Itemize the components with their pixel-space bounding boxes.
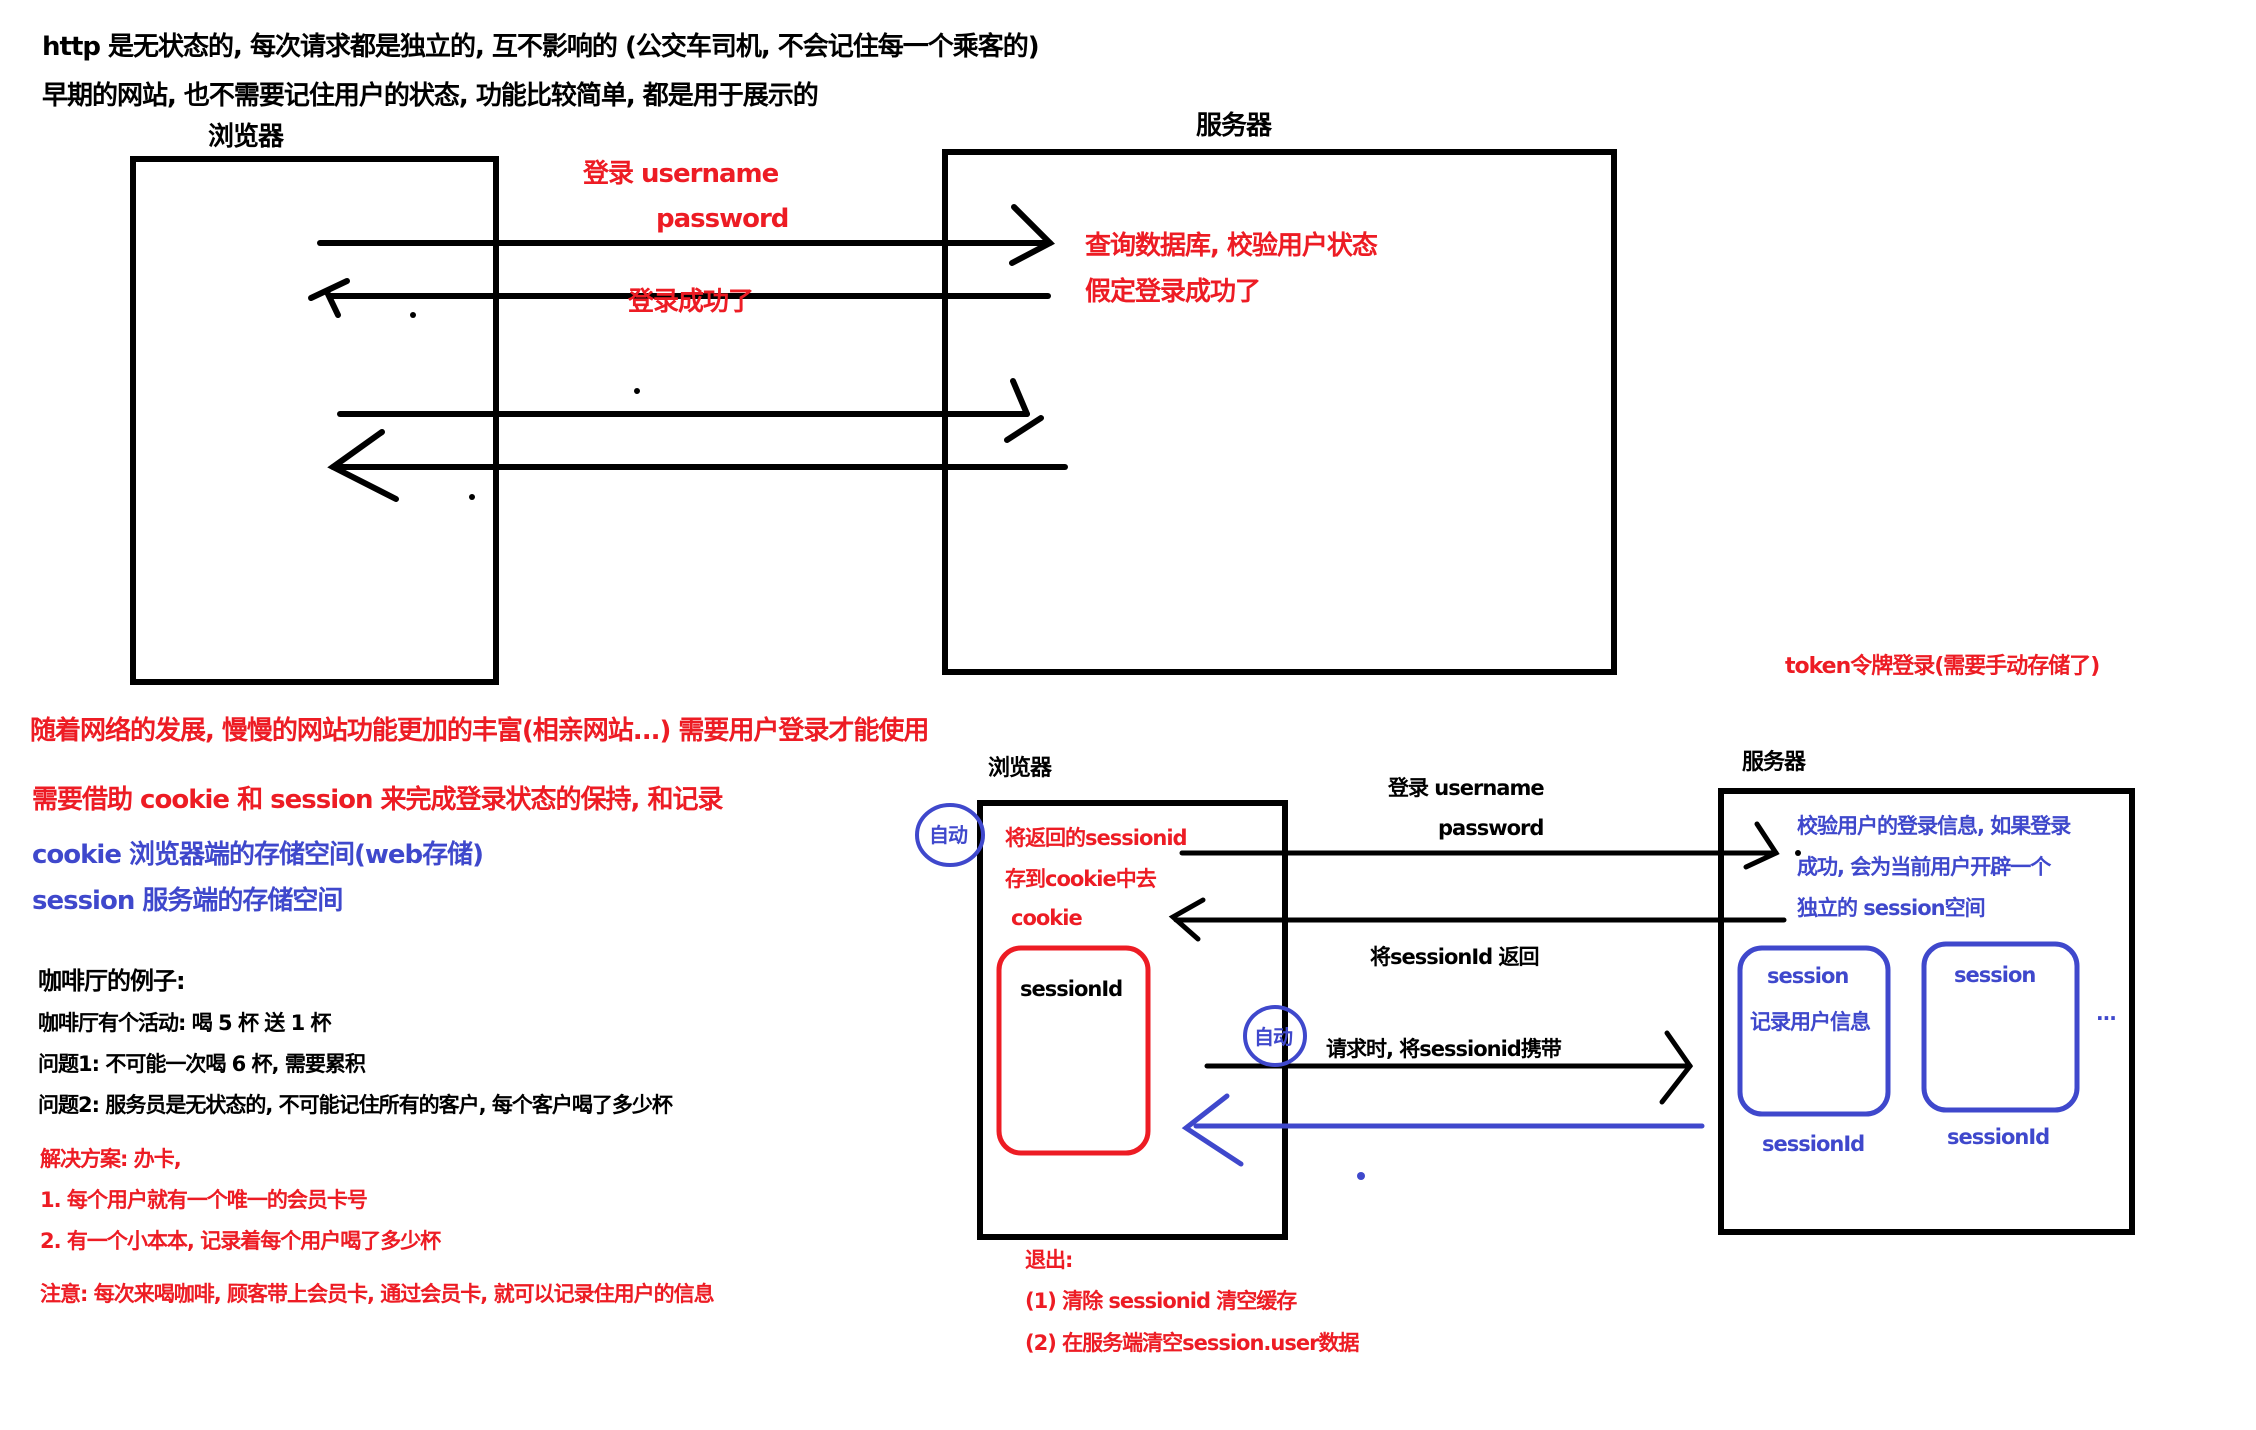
browser-box <box>130 156 499 685</box>
coffee-problem-1: 问题1: 不可能一次喝 6 杯, 需要累积 <box>38 1052 366 1076</box>
server-box-2 <box>1718 788 2135 1235</box>
stray-dot <box>1795 850 1801 856</box>
browser-note-1: 将返回的sessionid <box>1005 826 1188 850</box>
server-note-2-2: 成功, 会为当前用户开辟一个 <box>1797 855 2051 879</box>
request-with-sessionid-arrow <box>1204 1030 1694 1105</box>
request-arrow <box>337 378 1044 443</box>
server-label: 服务器 <box>1196 111 1272 141</box>
session-definition: session 服务端的存储空间 <box>32 886 343 916</box>
coffee-problem-2: 问题2: 服务员是无状态的, 不可能记住所有的客户, 每个客户喝了多少杯 <box>38 1093 673 1117</box>
login-request-arrow-2 <box>1179 821 1780 870</box>
login-label: 登录 username <box>583 159 779 189</box>
evolution-text: 随着网络的发展, 慢慢的网站功能更加的丰富(相亲网站...) 需要用户登录才能使… <box>30 716 929 746</box>
browser-label-2: 浏览器 <box>988 756 1052 781</box>
stray-dot <box>469 494 475 500</box>
return-sessionid-label: 将sessionId 返回 <box>1370 945 1539 969</box>
server-note-1: 查询数据库, 校验用户状态 <box>1085 231 1378 261</box>
session-1-title: session <box>1767 964 1849 988</box>
stray-dot <box>410 312 416 318</box>
browser-note-2: 存到cookie中去 <box>1005 867 1157 891</box>
logout-step-2: (2) 在服务端清空session.user数据 <box>1025 1331 1359 1355</box>
server-box <box>942 149 1617 675</box>
auto-badge-circle-1 <box>915 803 985 867</box>
browser-label: 浏览器 <box>208 122 284 152</box>
blue-response-arrow <box>1181 1093 1705 1167</box>
auto-badge-1: 自动 <box>929 823 968 847</box>
session-box-1 <box>1737 945 1891 1117</box>
intro-line-2: 早期的网站, 也不需要记住用户的状态, 功能比较简单, 都是用于展示的 <box>42 81 819 111</box>
stray-dot <box>634 388 640 394</box>
cookie-label: cookie <box>1011 906 1083 930</box>
coffee-title: 咖啡厅的例子: <box>38 967 186 995</box>
login-request-arrow <box>317 204 1056 266</box>
server-note-2-3: 独立的 session空间 <box>1797 896 1986 920</box>
password-label: password <box>656 204 789 234</box>
auto-badge-circle-2 <box>1243 1005 1307 1067</box>
session-2-id: sessionId <box>1947 1125 2050 1149</box>
cookie-sessionid-label: sessionId <box>1020 977 1123 1001</box>
session-box-2 <box>1921 941 2080 1113</box>
logout-title: 退出: <box>1025 1248 1073 1272</box>
need-text: 需要借助 cookie 和 session 来完成登录状态的保持, 和记录 <box>32 785 723 815</box>
coffee-note: 注意: 每次来喝咖啡, 顾客带上会员卡, 通过会员卡, 就可以记录住用户的信息 <box>40 1282 715 1306</box>
session-2-title: session <box>1954 963 2036 987</box>
cookie-definition: cookie 浏览器端的存储空间(web存储) <box>32 840 484 870</box>
token-note: token令牌登录(需要手动存储了) <box>1785 654 2100 679</box>
request-sessionid-label: 请求时, 将sessionid携带 <box>1326 1037 1562 1061</box>
browser-box-2 <box>977 800 1288 1240</box>
cookie-store <box>996 945 1151 1156</box>
more-sessions-ellipsis: ... <box>2096 1001 2117 1025</box>
stray-dot <box>1357 1172 1365 1180</box>
session-1-content: 记录用户信息 <box>1750 1010 1871 1034</box>
solution-title: 解决方案: 办卡, <box>40 1147 182 1171</box>
auto-badge-2: 自动 <box>1254 1025 1293 1049</box>
password-label-2: password <box>1438 816 1544 840</box>
server-label-2: 服务器 <box>1742 750 1806 775</box>
solution-1: 1. 每个用户就有一个唯一的会员卡号 <box>40 1188 368 1212</box>
intro-line-1: http 是无状态的, 每次请求都是独立的, 互不影响的 (公交车司机, 不会记… <box>42 32 1040 62</box>
logout-step-1: (1) 清除 sessionid 清空缓存 <box>1025 1289 1297 1313</box>
solution-2: 2. 有一个小本本, 记录着每个用户喝了多少杯 <box>40 1229 441 1253</box>
coffee-activity: 咖啡厅有个活动: 喝 5 杯 送 1 杯 <box>38 1011 331 1035</box>
server-note-2-1: 校验用户的登录信息, 如果登录 <box>1797 814 2071 838</box>
login-response-arrow <box>308 278 1051 318</box>
sessionid-return-arrow <box>1168 897 1787 942</box>
response-arrow <box>327 429 1068 502</box>
server-note-2: 假定登录成功了 <box>1085 277 1261 307</box>
login-success-label: 登录成功了 <box>628 287 754 317</box>
session-1-id: sessionId <box>1762 1132 1865 1156</box>
login-label-2: 登录 username <box>1388 776 1545 800</box>
